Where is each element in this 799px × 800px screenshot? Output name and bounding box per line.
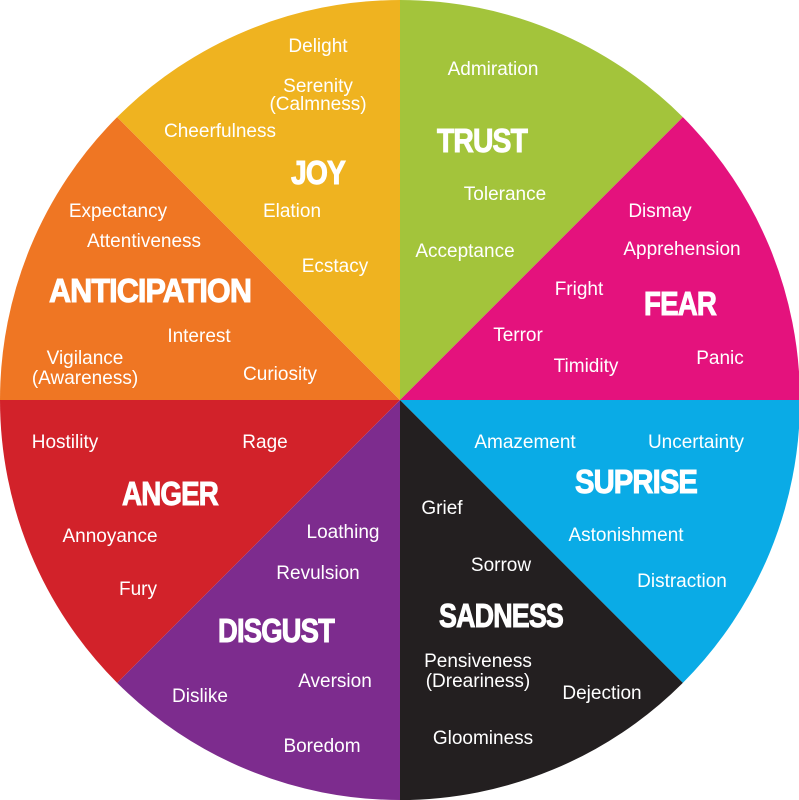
title-anticipation: ANTICIPATION <box>49 272 251 309</box>
sector-joy-text: Delight Serenity (Calmness) Cheerfulness… <box>164 36 369 277</box>
sector-anger-text: Hostility Rage ANGER Annoyance Fury <box>32 432 288 600</box>
label-elation: Elation <box>263 201 321 222</box>
label-astonishment: Astonishment <box>568 525 684 546</box>
sector-sadness <box>400 400 683 800</box>
label-gloominess: Gloominess <box>433 728 533 749</box>
sector-disgust <box>117 400 400 800</box>
label-ecstacy: Ecstacy <box>302 256 369 277</box>
label-vigilance: Vigilance <box>47 348 124 369</box>
label-interest: Interest <box>167 326 231 347</box>
label-delight: Delight <box>288 36 348 57</box>
sector-anticipation-text: Expectancy Attentiveness ANTICIPATION In… <box>32 201 318 389</box>
title-sadness: SADNESS <box>439 597 563 634</box>
sector-trust <box>400 0 683 400</box>
label-attentiveness: Attentiveness <box>87 231 201 252</box>
label-awareness: (Awareness) <box>32 368 138 389</box>
title-surprise: SUPRISE <box>575 463 697 500</box>
label-loathing: Loathing <box>307 522 380 543</box>
label-hostility: Hostility <box>32 432 99 453</box>
label-distraction: Distraction <box>637 571 727 592</box>
label-pensiveness: Pensiveness <box>424 651 532 672</box>
label-dreariness: (Dreariness) <box>426 671 531 692</box>
label-boredom: Boredom <box>283 736 360 757</box>
label-curiosity: Curiosity <box>243 364 317 385</box>
title-anger: ANGER <box>122 475 219 512</box>
title-fear: FEAR <box>644 285 717 322</box>
label-rage: Rage <box>242 432 287 453</box>
label-calmness: (Calmness) <box>269 94 366 115</box>
label-tolerance: Tolerance <box>464 184 546 205</box>
sector-anger <box>0 400 400 683</box>
label-fury: Fury <box>119 579 158 600</box>
label-dislike: Dislike <box>172 686 228 707</box>
title-trust: TRUST <box>437 122 528 159</box>
label-panic: Panic <box>696 348 744 369</box>
label-serenity: Serenity <box>283 76 353 97</box>
label-uncertainty: Uncertainty <box>648 432 745 453</box>
sector-trust-text: Admiration TRUST Tolerance Acceptance <box>415 59 546 262</box>
label-expectancy: Expectancy <box>69 201 168 222</box>
label-timidity: Timidity <box>554 356 619 377</box>
label-dismay: Dismay <box>628 201 692 222</box>
label-aversion: Aversion <box>298 671 372 692</box>
label-revulsion: Revulsion <box>276 563 359 584</box>
sector-fear <box>400 117 799 400</box>
sector-joy <box>117 0 400 400</box>
label-cheerfulness: Cheerfulness <box>164 121 276 142</box>
title-joy: JOY <box>291 154 346 191</box>
label-annoyance: Annoyance <box>62 526 157 547</box>
sector-suprise <box>400 400 799 683</box>
label-terror: Terror <box>493 325 543 346</box>
label-fright: Fright <box>555 279 604 300</box>
label-acceptance: Acceptance <box>415 241 514 262</box>
title-disgust: DISGUST <box>218 612 335 649</box>
label-apprehension: Apprehension <box>623 239 740 260</box>
label-amazement: Amazement <box>474 432 576 453</box>
sector-anticipation <box>0 117 400 400</box>
label-dejection: Dejection <box>562 683 641 704</box>
sector-sadness-text: Grief Sorrow SADNESS Pensiveness (Dreari… <box>421 498 641 749</box>
label-sorrow: Sorrow <box>471 555 531 576</box>
label-admiration: Admiration <box>448 59 539 80</box>
sector-disgust-text: Loathing Revulsion DISGUST Aversion Disl… <box>172 522 379 757</box>
sector-surprise-text: Amazement Uncertainty SUPRISE Astonishme… <box>474 432 744 592</box>
label-grief: Grief <box>421 498 463 519</box>
sector-fear-text: Dismay Apprehension Fright FEAR Terror T… <box>493 201 744 377</box>
